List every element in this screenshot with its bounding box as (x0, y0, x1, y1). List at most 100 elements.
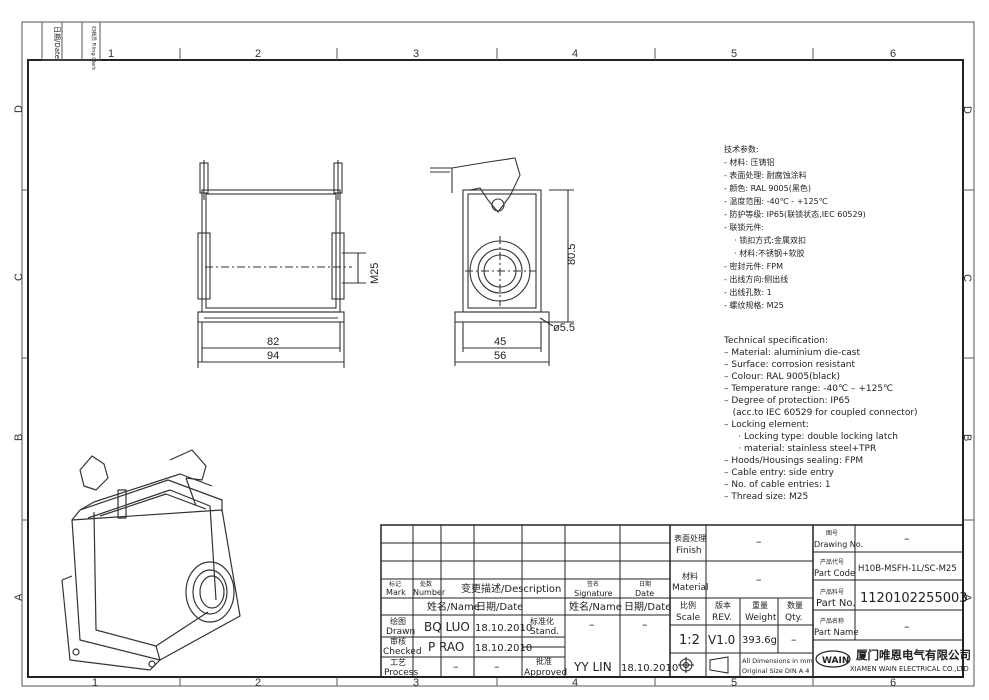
zone-bottom-3: 3 (413, 677, 419, 689)
tech-cn-line: - 出线孔数: 1 (724, 287, 772, 297)
date-en: Date (635, 589, 654, 598)
tech-en-line: – Degree of protection: IP65 (724, 396, 850, 406)
zone-left-b: B (13, 434, 25, 441)
zone-bottom-1: 1 (92, 677, 98, 689)
corner-clerk: 归档员 Filing Clerk (90, 26, 97, 70)
number-en: Number (413, 588, 446, 597)
zone-bottom-4: 4 (572, 677, 578, 689)
drawingno-en: Drawing No. (814, 540, 863, 549)
dims-note-2: Original Size DIN A 4 (742, 667, 809, 675)
dim-45: 45 (494, 336, 506, 348)
rev-cn: 版本 (715, 600, 731, 610)
isometric-view (61, 449, 241, 671)
tech-en-line: · Locking type: double locking latch (724, 432, 898, 442)
approved-en: Approved (524, 668, 567, 678)
partname-cn: 产品名称 (820, 617, 844, 625)
tech-cn-line: · 材料:不锈钢+软胶 (724, 248, 805, 258)
stand-cn: 标准化 (530, 616, 554, 626)
tech-cn-line: - 螺纹规格: M25 (724, 300, 784, 310)
date-header: 日期/Date (476, 601, 523, 613)
tech-en-heading: Technical specification: (723, 336, 828, 346)
weight-cn: 重量 (752, 600, 768, 610)
dim-phi-5-5: ø5.5 (553, 322, 575, 334)
dim-56: 56 (494, 350, 506, 362)
partcode-en: Part Code (814, 569, 855, 579)
tech-cn-line: - 材料: 压铸铝 (724, 157, 775, 167)
zone-bottom-5: 5 (731, 677, 737, 689)
drawn-date: 18.10.2010 (475, 623, 532, 634)
checked-en: Checked (383, 647, 422, 657)
zone-left-d: D (13, 105, 25, 113)
tech-cn-line: · 锁扣方式:金属双扣 (724, 235, 806, 245)
corner-date: 日期/Date (53, 26, 61, 59)
zone-top-5: 5 (731, 48, 737, 60)
dim-82: 82 (267, 336, 279, 348)
zone-right-b: B (961, 434, 973, 441)
date-cn: 日期 (639, 580, 651, 588)
partno-cn: 产品料号 (820, 588, 844, 596)
checked-date: 18.10.2010 (475, 643, 532, 654)
stand-date: – (642, 618, 648, 631)
tech-cn-line: - 表面处理: 耐腐蚀涂料 (724, 170, 807, 180)
partname-en: Part Name (814, 628, 859, 638)
qty-en: Qty. (785, 613, 803, 623)
zone-right-c: C (961, 274, 973, 282)
process-name: – (453, 660, 459, 673)
number-cn: 处数 (420, 580, 432, 588)
finish-value: – (756, 535, 762, 548)
dim-94: 94 (267, 350, 279, 362)
tech-en-line: – Cable entry: side entry (724, 468, 835, 478)
title-block (380, 524, 964, 678)
material-value: – (756, 573, 762, 586)
mark-en: Mark (386, 588, 406, 597)
tech-en-line: · material: stainless steel+TPR (724, 444, 876, 454)
finish-cn: 表面处理 (674, 533, 706, 543)
zone-bottom-6: 6 (890, 677, 896, 689)
drawn-name: BQ LUO (424, 620, 470, 634)
weight-value: 393.6g (742, 635, 777, 646)
checked-name: P RAO (428, 640, 464, 654)
zone-ticks (22, 48, 974, 686)
approved-name: YY LIN (573, 660, 612, 674)
drawn-en: Drawn (386, 627, 415, 637)
zone-left-a: A (13, 593, 25, 601)
dims-note-1: All Dimensions in mm (742, 657, 813, 665)
dim-m25: M25 (369, 263, 381, 284)
date-header-2: 日期/Date (624, 601, 671, 613)
dim-80-5: 80.5 (566, 244, 578, 265)
partno-value: 1120102255003 (860, 591, 968, 606)
front-view (197, 160, 366, 368)
tech-cn-line: - 联锁元件: (724, 222, 764, 232)
tech-en-line: – Colour: RAL 9005(black) (724, 372, 840, 382)
side-view (430, 157, 574, 366)
zone-right-a: A (961, 594, 973, 602)
finish-en: Finish (676, 546, 702, 556)
qty-value: – (791, 633, 797, 646)
tech-cn-line: - 温度范围: -40℃ - +125℃ (724, 196, 828, 206)
zone-top-6: 6 (890, 48, 896, 60)
tech-cn-line: - 颜色: RAL 9005(黑色) (724, 183, 811, 193)
desc-header: 变更描述/Description (461, 582, 561, 595)
material-cn: 材料 (682, 571, 698, 581)
partno-en: Part No. (816, 598, 856, 609)
tech-en-line: – Thread size: M25 (724, 492, 808, 502)
logo-text: WAIN (822, 656, 849, 666)
rev-value: V1.0 (708, 633, 735, 647)
tech-cn-heading: 技术参数: (724, 144, 759, 154)
scale-en: Scale (676, 613, 701, 623)
material-en: Material (672, 583, 709, 593)
company-cn: 厦门唯恩电气有限公司 (856, 648, 971, 662)
weight-en: Weight (745, 613, 777, 623)
checked-cn: 审核 (390, 636, 406, 646)
zone-bottom-2: 2 (255, 677, 261, 689)
tech-en-line: – No. of cable entries: 1 (724, 480, 831, 490)
tech-en-line: – Temperature range: -40℃ – +125℃ (724, 384, 893, 394)
drawingno-cn: 图号 (826, 530, 838, 537)
process-date: – (494, 660, 500, 673)
stand-name: – (589, 618, 595, 631)
filing-box: 日期/Date 归档员 Filing Clerk (41, 21, 101, 70)
scale-value: 1:2 (679, 633, 700, 648)
partname-value: – (904, 620, 910, 633)
company-en: XIAMEN WAIN ELECTRICAL CO.,LTD (850, 665, 969, 673)
zone-top-1: 1 (108, 48, 114, 60)
